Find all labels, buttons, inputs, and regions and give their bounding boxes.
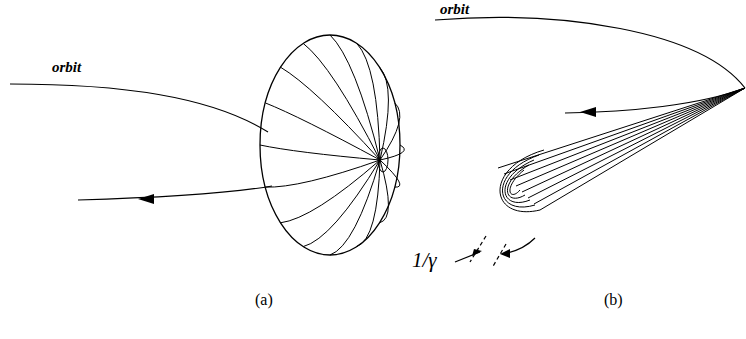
torus-meridian bbox=[380, 160, 389, 223]
angle-mark bbox=[470, 236, 486, 262]
torus-hole bbox=[378, 148, 388, 172]
torus-meridian bbox=[380, 160, 400, 187]
torus-meridian bbox=[380, 145, 404, 160]
arrowhead bbox=[580, 107, 596, 117]
lobe-curve bbox=[507, 165, 529, 198]
cone-line bbox=[510, 88, 745, 180]
torus-meridian bbox=[281, 160, 381, 223]
torus-meridian bbox=[265, 160, 380, 187]
angle-mark bbox=[492, 244, 506, 268]
angle-label: 1/γ bbox=[412, 250, 437, 271]
orbit-line bbox=[435, 18, 745, 88]
cone-line bbox=[516, 88, 745, 186]
lobe-curve bbox=[502, 155, 539, 207]
orbit-label: orbit bbox=[440, 2, 469, 17]
torus-meridian bbox=[380, 67, 389, 160]
cone-line bbox=[540, 88, 745, 210]
cone-line bbox=[504, 88, 745, 174]
orbit-line bbox=[78, 186, 272, 200]
panel-label: (a) bbox=[255, 292, 273, 308]
cone-line bbox=[534, 88, 745, 204]
arrowhead bbox=[138, 194, 154, 204]
torus-meridian bbox=[357, 43, 380, 160]
torus-meridian bbox=[281, 67, 381, 160]
torus-meridian bbox=[330, 35, 380, 160]
lobe-curve bbox=[500, 150, 544, 212]
arrowhead bbox=[472, 249, 482, 256]
lobe-curve bbox=[505, 160, 534, 203]
cone-line bbox=[528, 88, 745, 198]
torus-meridian bbox=[380, 103, 400, 160]
torus-meridian bbox=[265, 103, 380, 160]
torus-outline bbox=[260, 35, 400, 255]
panel-label: (b) bbox=[604, 292, 623, 308]
torus-meridian bbox=[260, 145, 380, 160]
torus-meridian bbox=[303, 43, 380, 160]
cone-line bbox=[522, 88, 745, 192]
orbit-line bbox=[10, 84, 268, 132]
arrowhead bbox=[500, 249, 510, 258]
orbit-label: orbit bbox=[52, 60, 81, 75]
